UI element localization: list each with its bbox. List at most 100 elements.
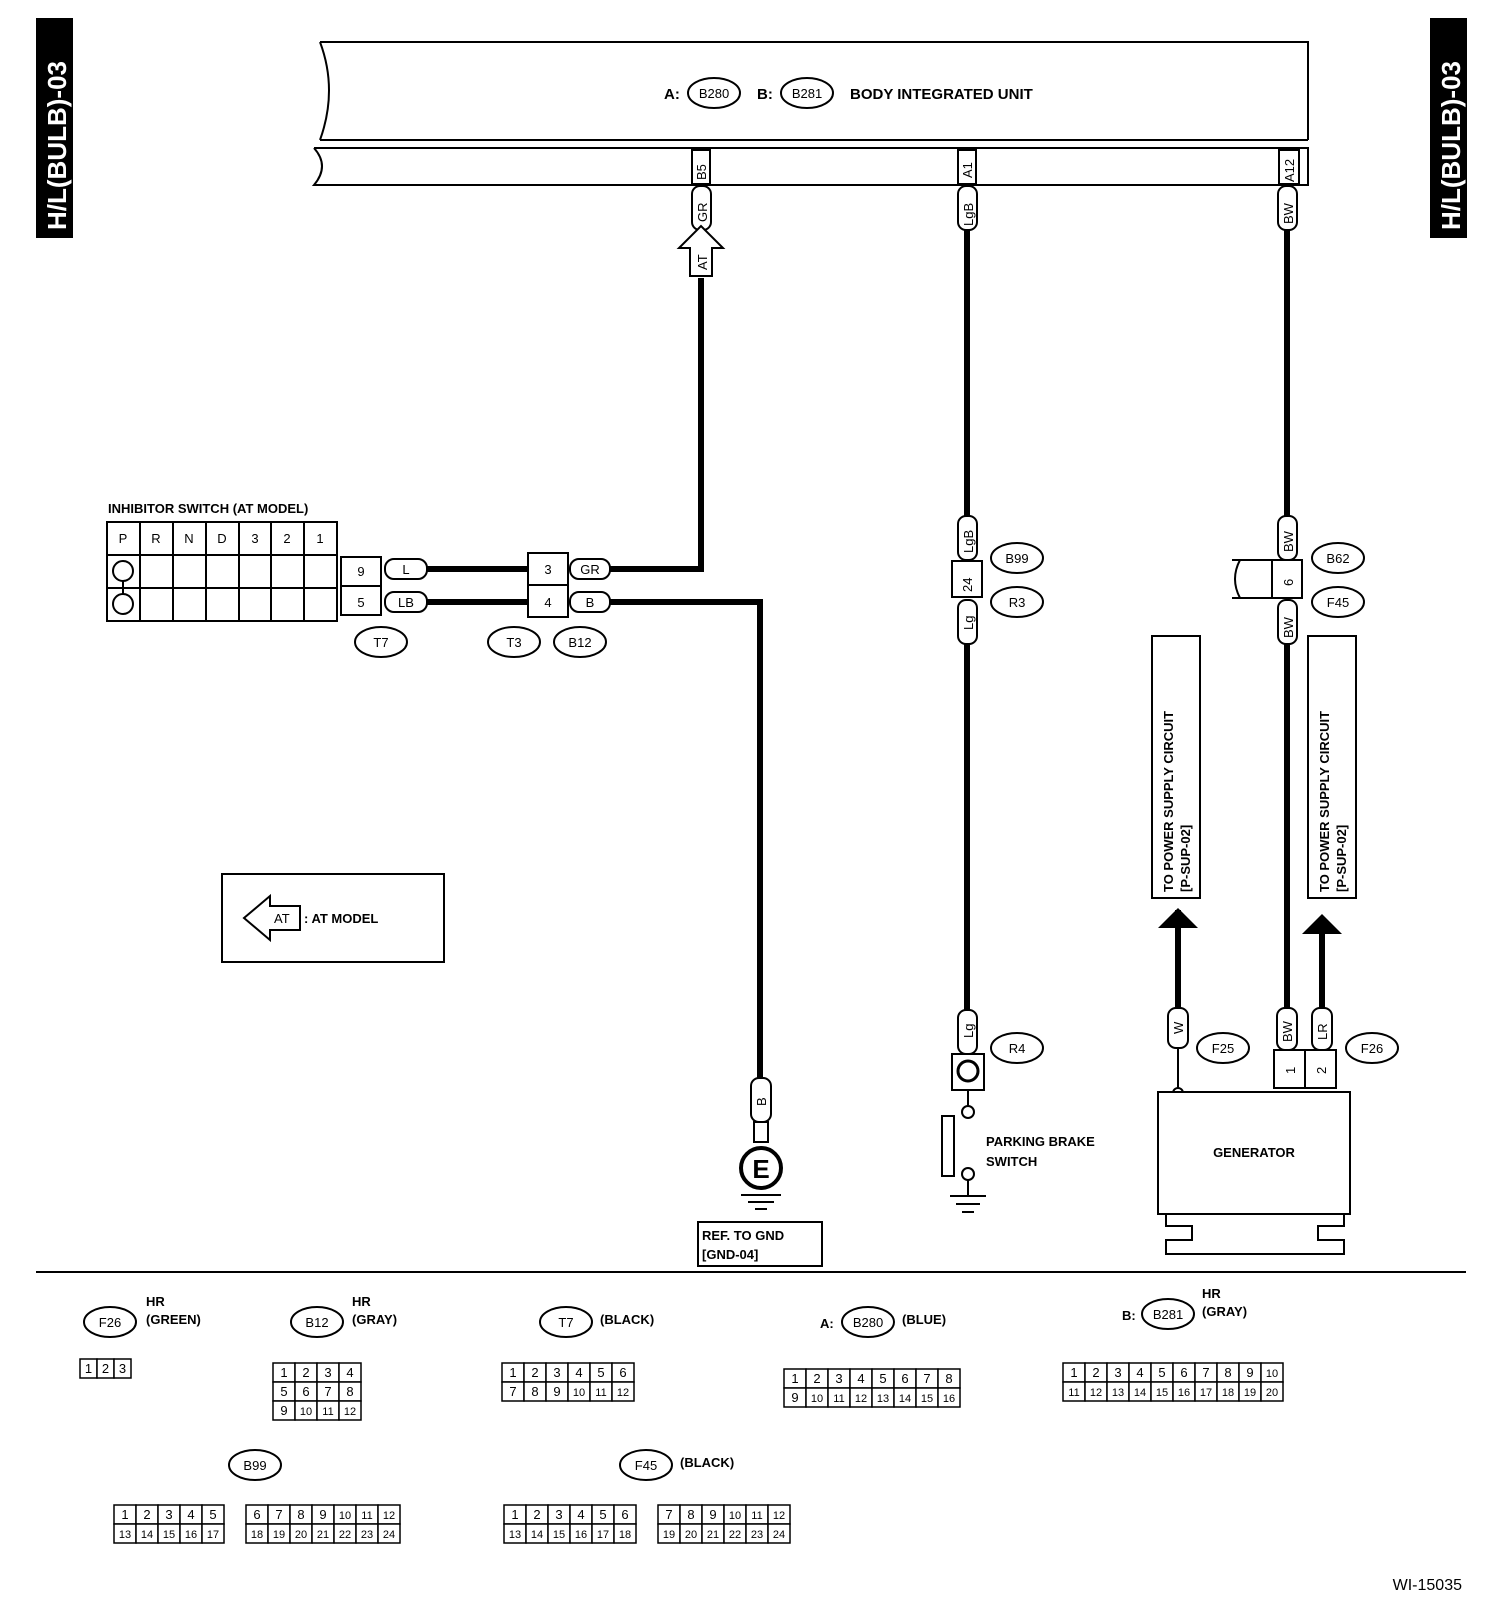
inhibitor-switch: INHIBITOR SWITCH (AT MODEL) P R N D 3 2 … bbox=[106, 501, 338, 622]
svg-text:HR: HR bbox=[1202, 1286, 1221, 1301]
svg-text:HR: HR bbox=[146, 1294, 165, 1309]
svg-text:TO POWER SUPPLY CIRCUIT: TO POWER SUPPLY CIRCUIT bbox=[1161, 711, 1176, 892]
conn-b280-tag: B280 bbox=[699, 86, 729, 101]
pin-number: 6 bbox=[253, 1507, 260, 1522]
wire-tag-bw-top: BW bbox=[1277, 185, 1298, 231]
svg-text:[GND-04]: [GND-04] bbox=[702, 1247, 758, 1262]
pin-number: 4 bbox=[346, 1365, 353, 1380]
svg-text:T7: T7 bbox=[558, 1315, 573, 1330]
svg-text:[P-SUP-02]: [P-SUP-02] bbox=[1334, 825, 1349, 892]
svg-text:B281: B281 bbox=[1153, 1307, 1183, 1322]
legend-b12: B12 HR (GRAY) bbox=[290, 1294, 397, 1338]
pin-number: 10 bbox=[573, 1387, 585, 1399]
pin-number: 10 bbox=[729, 1510, 741, 1522]
svg-text:INHIBITOR SWITCH (AT MODEL): INHIBITOR SWITCH (AT MODEL) bbox=[108, 501, 308, 516]
pin-number: 14 bbox=[899, 1393, 911, 1405]
svg-text:B: B bbox=[754, 1097, 769, 1106]
pin-number: 18 bbox=[1222, 1387, 1234, 1399]
legend-b99: B99 bbox=[228, 1449, 282, 1481]
pin-number: 9 bbox=[553, 1384, 560, 1399]
pin-number: 12 bbox=[617, 1387, 629, 1399]
svg-text:LB: LB bbox=[398, 595, 414, 610]
svg-text:5: 5 bbox=[357, 595, 364, 610]
pin-number: 12 bbox=[855, 1393, 867, 1405]
pin-number: 1 bbox=[280, 1365, 287, 1380]
pin-number: 6 bbox=[1180, 1365, 1187, 1380]
svg-text:R: R bbox=[151, 531, 160, 546]
pin-number: 15 bbox=[1156, 1387, 1168, 1399]
svg-text:(GRAY): (GRAY) bbox=[1202, 1304, 1247, 1319]
pin-number: 10 bbox=[811, 1393, 823, 1405]
pin-number: 3 bbox=[119, 1361, 126, 1376]
pin-number: 14 bbox=[141, 1529, 153, 1541]
at-arrow: AT bbox=[676, 224, 726, 277]
pin-number: 10 bbox=[1266, 1368, 1278, 1380]
pin-number: 2 bbox=[813, 1371, 820, 1386]
svg-text:Lg: Lg bbox=[961, 616, 976, 630]
svg-text:: AT MODEL: : AT MODEL bbox=[304, 911, 378, 926]
legend-f26: F26 HR (GREEN) bbox=[83, 1294, 201, 1338]
svg-text:F45: F45 bbox=[635, 1458, 657, 1473]
svg-text:LgB: LgB bbox=[961, 530, 976, 553]
svg-text:P: P bbox=[119, 531, 128, 546]
parking-brake-switch: Lg R4 PARKING BRAKE SWITCH bbox=[941, 1009, 1095, 1213]
pin-number: 19 bbox=[273, 1529, 285, 1541]
pin-number: 3 bbox=[324, 1365, 331, 1380]
pin-number: 9 bbox=[319, 1507, 326, 1522]
pin-number: 8 bbox=[297, 1507, 304, 1522]
pin-number: 22 bbox=[339, 1529, 351, 1541]
pin-number: 20 bbox=[1266, 1387, 1278, 1399]
pin-number: 11 bbox=[833, 1393, 844, 1405]
ground-e-symbol: E bbox=[752, 1154, 769, 1184]
pin-number: 6 bbox=[621, 1507, 628, 1522]
pin-number: 14 bbox=[531, 1529, 543, 1541]
svg-text:(BLACK): (BLACK) bbox=[600, 1312, 654, 1327]
svg-text:A12: A12 bbox=[1282, 159, 1297, 182]
svg-text:LR: LR bbox=[1315, 1023, 1330, 1040]
power-supply-ref-2: TO POWER SUPPLY CIRCUIT [P-SUP-02] bbox=[1302, 635, 1357, 934]
svg-text:2: 2 bbox=[283, 531, 290, 546]
pin-number: 4 bbox=[187, 1507, 194, 1522]
svg-text:BW: BW bbox=[1281, 616, 1296, 638]
pin-number: 1 bbox=[1070, 1365, 1077, 1380]
svg-text:2: 2 bbox=[1314, 1067, 1329, 1074]
pin-cell bbox=[1260, 1381, 1284, 1402]
svg-text:W: W bbox=[1171, 1021, 1186, 1034]
svg-text:L: L bbox=[402, 562, 409, 577]
pin-number: 6 bbox=[302, 1384, 309, 1399]
svg-text:F45: F45 bbox=[1327, 595, 1349, 610]
pin-number: 23 bbox=[751, 1529, 763, 1541]
pin-cell bbox=[613, 1523, 637, 1544]
pin-number: 19 bbox=[663, 1529, 675, 1541]
legend-b281: B: B281 HR (GRAY) bbox=[1122, 1286, 1247, 1330]
pin-number: 3 bbox=[553, 1365, 560, 1380]
svg-text:A1: A1 bbox=[960, 162, 975, 178]
pin-number: 8 bbox=[531, 1384, 538, 1399]
svg-text:BW: BW bbox=[1281, 530, 1296, 552]
pin-number: 2 bbox=[143, 1507, 150, 1522]
conn-b281-tag: B281 bbox=[792, 86, 822, 101]
svg-text:H/L(BULB)-03: H/L(BULB)-03 bbox=[42, 61, 72, 230]
pin-number: 18 bbox=[619, 1529, 631, 1541]
svg-text:B99: B99 bbox=[243, 1458, 266, 1473]
pin-number: 5 bbox=[597, 1365, 604, 1380]
pin-number: 2 bbox=[533, 1507, 540, 1522]
side-tab-left: H/L(BULB)-03 bbox=[36, 18, 73, 238]
svg-text:4: 4 bbox=[544, 595, 551, 610]
pin-number: 16 bbox=[575, 1529, 587, 1541]
svg-text:1: 1 bbox=[1283, 1067, 1298, 1074]
svg-text:A:: A: bbox=[820, 1316, 834, 1331]
svg-text:B280: B280 bbox=[853, 1315, 883, 1330]
unit-name: BODY INTEGRATED UNIT bbox=[850, 86, 1033, 103]
connector-t7-pins: 9 5 L LB T7 bbox=[340, 556, 428, 658]
svg-text:B: B bbox=[586, 595, 595, 610]
svg-text:R4: R4 bbox=[1009, 1041, 1026, 1056]
pin-number: 10 bbox=[339, 1510, 351, 1522]
pin-cell bbox=[377, 1523, 401, 1544]
pin-number: 7 bbox=[665, 1507, 672, 1522]
pin-number: 15 bbox=[553, 1529, 565, 1541]
